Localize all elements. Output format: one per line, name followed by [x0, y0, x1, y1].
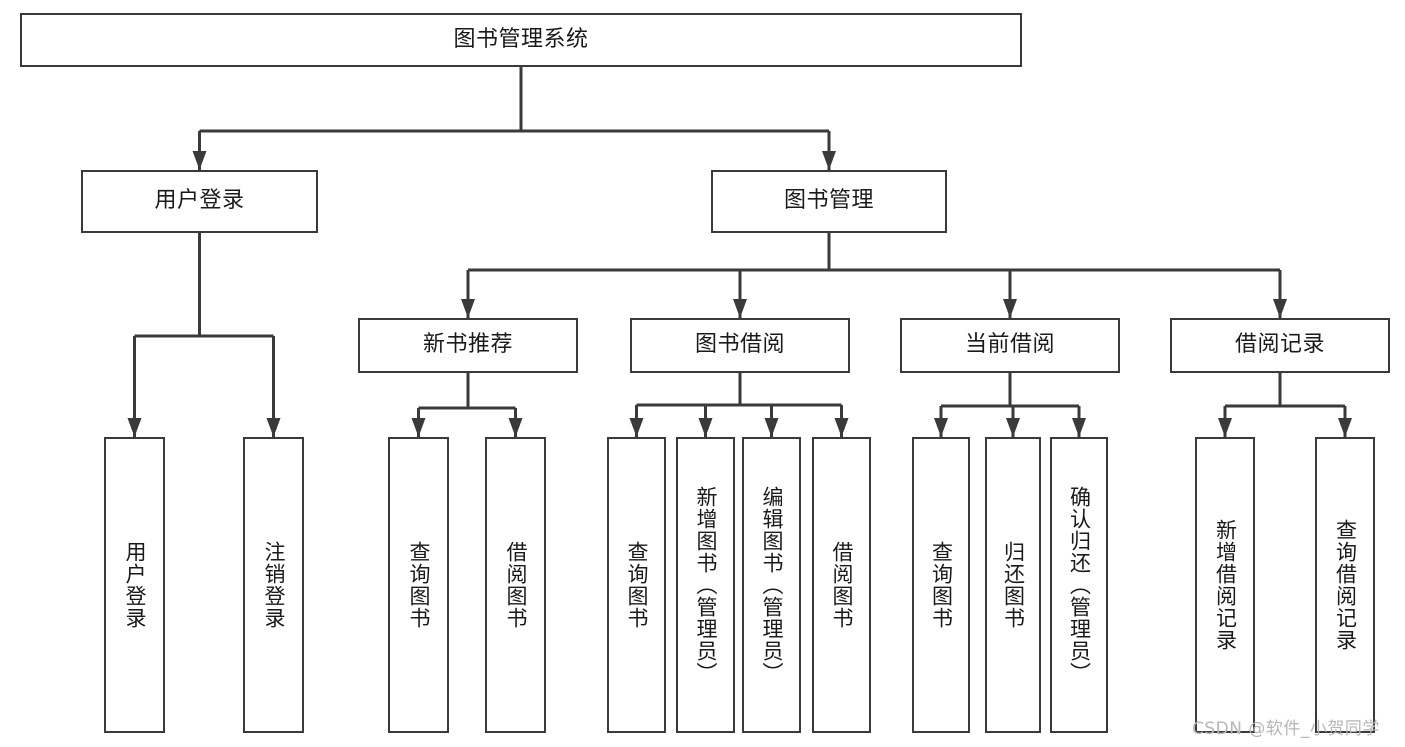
node-login[interactable]: 用户登录: [81, 170, 318, 233]
arrowhead-icon: [508, 418, 523, 437]
node-label: 借阅图书: [503, 541, 528, 629]
node-label: 归还图书: [1001, 541, 1026, 629]
arrowhead-icon: [1273, 299, 1287, 318]
node-leaf9[interactable]: 查询图书: [912, 437, 970, 733]
arrowhead-icon: [127, 418, 142, 437]
arrowhead-icon: [266, 418, 281, 437]
arrowhead-icon: [764, 418, 779, 437]
node-label: 注销登录: [261, 541, 286, 629]
arrowhead-icon: [629, 418, 644, 437]
node-record[interactable]: 借阅记录: [1170, 318, 1390, 373]
node-label: 新增借阅记录: [1213, 519, 1238, 651]
node-leaf4[interactable]: 借阅图书: [485, 437, 546, 733]
node-leaf11[interactable]: 确认归还（管理员）: [1050, 437, 1108, 733]
node-leaf7[interactable]: 编辑图书（管理员）: [742, 437, 801, 733]
node-leaf8[interactable]: 借阅图书: [812, 437, 871, 733]
node-leaf13[interactable]: 查询借阅记录: [1315, 437, 1375, 733]
arrowhead-icon: [461, 299, 475, 318]
arrowhead-icon: [1338, 418, 1352, 437]
arrowhead-icon: [698, 418, 713, 437]
arrowhead-icon: [934, 418, 948, 437]
node-label: 用户登录: [154, 188, 245, 214]
node-label: 用户登录: [122, 541, 147, 629]
arrowhead-icon: [834, 418, 849, 437]
arrowhead-icon: [1218, 418, 1232, 437]
node-label: 图书管理: [783, 188, 874, 214]
node-label: 新增图书（管理员）: [693, 486, 718, 684]
node-label: 借阅记录: [1234, 332, 1325, 358]
arrowhead-icon: [411, 418, 426, 437]
arrowhead-icon: [192, 151, 207, 170]
node-label: 查询图书: [406, 541, 431, 629]
node-leaf2[interactable]: 注销登录: [243, 437, 304, 733]
node-leaf1[interactable]: 用户登录: [104, 437, 165, 733]
node-bookmgmt[interactable]: 图书管理: [711, 170, 947, 233]
node-label: 新书推荐: [422, 332, 513, 358]
node-label: 编辑图书（管理员）: [759, 486, 784, 684]
arrowhead-icon: [1072, 418, 1086, 437]
node-leaf3[interactable]: 查询图书: [388, 437, 449, 733]
node-leaf12[interactable]: 新增借阅记录: [1195, 437, 1255, 733]
node-label: 图书管理系统: [453, 26, 589, 52]
node-leaf5[interactable]: 查询图书: [607, 437, 666, 733]
node-newbook[interactable]: 新书推荐: [358, 318, 578, 373]
arrowhead-icon: [1003, 299, 1017, 318]
node-borrow[interactable]: 图书借阅: [630, 318, 850, 373]
node-label: 借阅图书: [829, 541, 854, 629]
arrowhead-icon: [733, 299, 747, 318]
node-current[interactable]: 当前借阅: [900, 318, 1120, 373]
node-label: 图书借阅: [694, 332, 785, 358]
arrowhead-icon: [1006, 418, 1020, 437]
node-label: 查询借阅记录: [1333, 519, 1358, 651]
node-label: 查询图书: [929, 541, 954, 629]
node-root[interactable]: 图书管理系统: [20, 13, 1022, 67]
arrowhead-icon: [822, 151, 836, 170]
node-label: 确认归还（管理员）: [1067, 486, 1092, 684]
node-label: 查询图书: [624, 541, 649, 629]
node-leaf6[interactable]: 新增图书（管理员）: [676, 437, 735, 733]
node-leaf10[interactable]: 归还图书: [985, 437, 1041, 733]
node-label: 当前借阅: [964, 332, 1055, 358]
